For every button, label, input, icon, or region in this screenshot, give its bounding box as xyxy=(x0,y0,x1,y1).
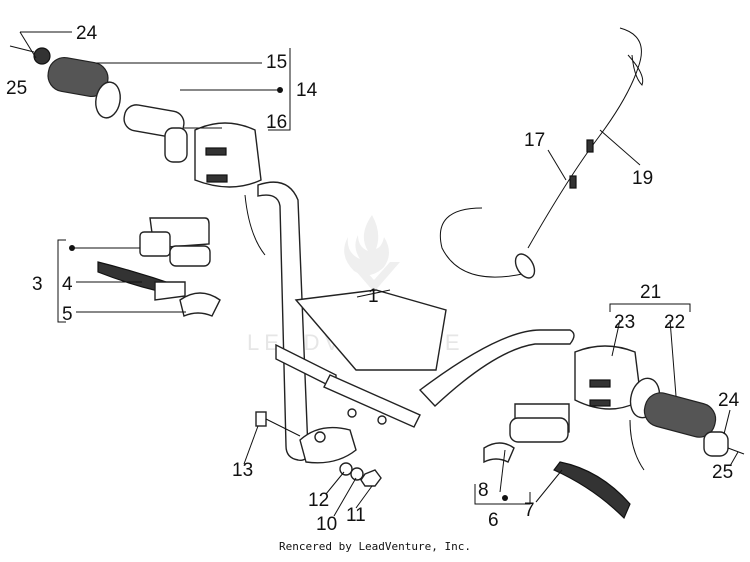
callout-25-left: 25 xyxy=(6,78,27,99)
callouts: 24 25 15 14 16 3 4 5 1 17 19 21 23 22 24… xyxy=(6,23,740,535)
callout-19: 19 xyxy=(632,168,653,189)
callout-24-right: 24 xyxy=(718,390,740,411)
callout-17: 17 xyxy=(524,130,545,151)
throttle-cables xyxy=(440,27,644,279)
handlebar xyxy=(257,181,575,464)
callout-3: 3 xyxy=(32,274,43,295)
callout-11: 11 xyxy=(346,505,366,526)
callout-23: 23 xyxy=(614,312,635,333)
callout-16: 16 xyxy=(266,112,287,133)
left-master-cylinder xyxy=(139,217,211,267)
left-bar-end xyxy=(9,45,51,65)
right-clamp xyxy=(483,442,515,464)
callout-4: 4 xyxy=(62,274,73,295)
left-grip-assembly xyxy=(47,56,266,256)
callout-13: 13 xyxy=(232,460,253,481)
leader-lines xyxy=(19,31,739,517)
callout-14: 14 xyxy=(296,80,318,101)
callout-6: 6 xyxy=(488,510,499,531)
callout-5: 5 xyxy=(62,304,73,325)
left-brake-lever xyxy=(97,261,186,301)
callout-24-left: 24 xyxy=(76,23,98,44)
callout-12: 12 xyxy=(308,490,329,511)
right-brake-lever xyxy=(553,461,631,520)
callout-8: 8 xyxy=(478,480,489,501)
callout-1: 1 xyxy=(368,286,379,307)
callout-25-right: 25 xyxy=(712,462,733,483)
watermark-logo xyxy=(344,215,400,292)
callout-7: 7 xyxy=(524,500,535,521)
right-grip-assembly xyxy=(574,345,745,471)
right-master-cylinder xyxy=(509,403,570,443)
callout-15: 15 xyxy=(266,52,287,73)
callout-22: 22 xyxy=(664,312,685,333)
mounting-hardware xyxy=(255,411,382,487)
callout-21: 21 xyxy=(640,282,661,303)
left-clamp xyxy=(179,292,221,317)
callout-10: 10 xyxy=(316,514,337,535)
footer-credit: Rencered by LeadVenture, Inc. xyxy=(278,540,472,553)
